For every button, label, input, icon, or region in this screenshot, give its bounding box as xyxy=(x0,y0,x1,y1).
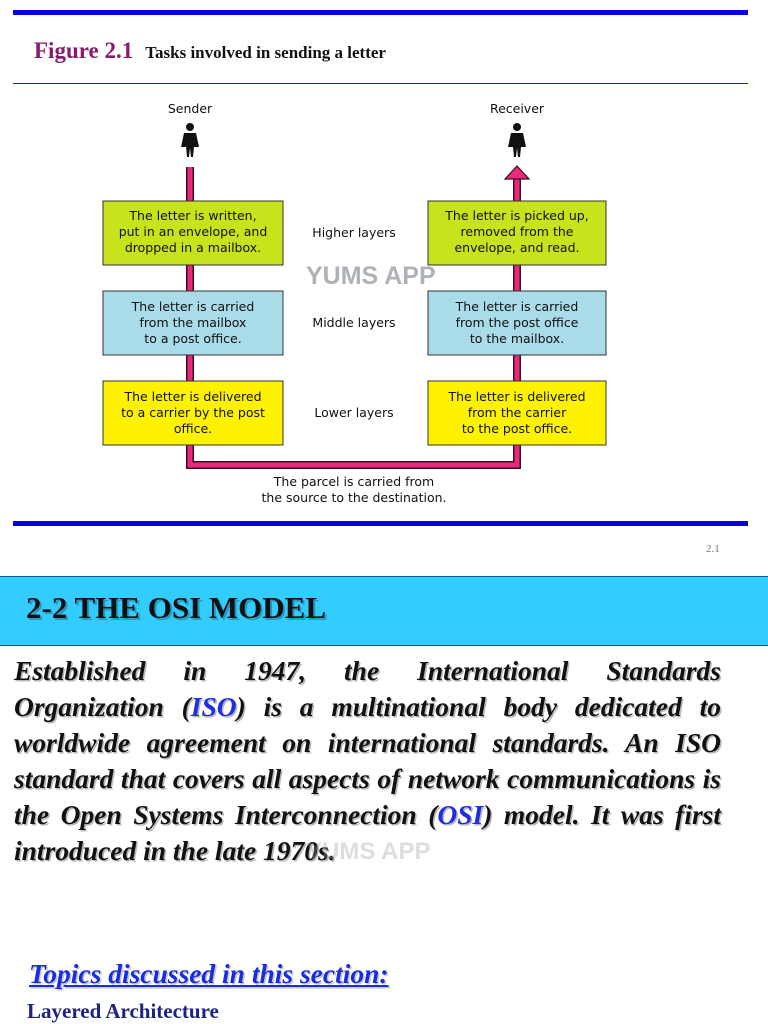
sender-higher-box xyxy=(102,200,284,266)
sender-person-icon xyxy=(181,123,199,157)
receiver-lower-box xyxy=(427,380,607,446)
watermark-faint: YUMS APP xyxy=(306,838,431,865)
iso-acronym: ISO xyxy=(190,691,237,722)
figure-title: Tasks involved in sending a letter xyxy=(145,43,386,62)
parcel-caption-line-1: The parcel is carried from xyxy=(273,474,434,489)
body-paragraph: Established in 1947, the International S… xyxy=(14,653,721,869)
sender-lower-line-2: to a carrier by the post xyxy=(121,405,265,420)
receiver-middle-box xyxy=(427,290,607,356)
sender-middle-box xyxy=(102,290,284,356)
body-text-part-3: ) model. It was first introduced in the … xyxy=(14,799,722,866)
receiver-higher-line-3: envelope, and read. xyxy=(454,240,579,255)
slide-number: 2.1 xyxy=(706,543,720,555)
figure-number: Figure 2.1 xyxy=(34,38,134,63)
sender-higher-line-1: The letter is written, xyxy=(128,208,256,223)
osi-acronym: OSI xyxy=(437,799,484,830)
top-blue-rule xyxy=(13,10,748,15)
topics-heading: Topics discussed in this section: xyxy=(29,958,389,989)
sender-lower-line-1: The letter is delivered xyxy=(123,389,261,404)
body-text-part-2: ) is a multinational body dedicated to w… xyxy=(14,691,721,830)
sender-middle-line-2: from the mailbox xyxy=(140,315,247,330)
sender-middle-line-1: The letter is carried xyxy=(131,299,255,314)
layer-name-middle: Middle layers xyxy=(312,315,395,330)
body-text-part-1: Established in 1947, the International S… xyxy=(14,655,721,722)
receiver-person-icon xyxy=(508,123,526,157)
parcel-caption-line-2: the source to the destination. xyxy=(262,490,447,505)
receiver-lower-line-2: from the carrier xyxy=(468,405,567,420)
layer-row-lower: The letter is delivered to a carrier by … xyxy=(102,380,607,446)
watermark: YUMS APP xyxy=(306,262,436,290)
sender-label: Sender xyxy=(168,101,213,116)
layer-name-higher: Higher layers xyxy=(312,225,395,240)
sender-lower-line-3: office. xyxy=(174,421,212,436)
receiver-middle-line-3: to the mailbox. xyxy=(470,331,564,346)
figure-caption: Figure 2.1 Tasks involved in sending a l… xyxy=(34,38,386,64)
sender-middle-line-3: to a post office. xyxy=(144,331,241,346)
section-title: 2-2 THE OSI MODEL xyxy=(26,590,327,625)
sender-higher-line-2: put in an envelope, and xyxy=(119,224,268,239)
receiver-lower-line-3: to the post office. xyxy=(462,421,572,436)
layer-row-higher: The letter is written, put in an envelop… xyxy=(102,200,607,266)
sender-lower-box xyxy=(102,380,284,446)
topic-item: Layered Architecture xyxy=(27,999,219,1023)
receiver-higher-line-2: removed from the xyxy=(461,224,574,239)
receiver-label: Receiver xyxy=(490,101,545,116)
layer-row-middle: The letter is carried from the mailbox t… xyxy=(102,290,607,356)
bottom-blue-rule xyxy=(13,521,748,526)
receiver-higher-line-1: The letter is picked up, xyxy=(444,208,588,223)
letter-layers-diagram: Sender Receiver The letter is written, p… xyxy=(95,95,615,510)
receiver-middle-line-1: The letter is carried xyxy=(455,299,579,314)
receiver-lower-line-1: The letter is delivered xyxy=(447,389,585,404)
section-banner: 2-2 THE OSI MODEL xyxy=(0,576,768,646)
receiver-middle-line-2: from the post office xyxy=(456,315,579,330)
layer-name-lower: Lower layers xyxy=(314,405,393,420)
caption-rule xyxy=(13,83,748,84)
sender-higher-line-3: dropped in a mailbox. xyxy=(125,240,261,255)
receiver-higher-box xyxy=(427,200,607,266)
arrow-up-icon xyxy=(503,165,531,180)
